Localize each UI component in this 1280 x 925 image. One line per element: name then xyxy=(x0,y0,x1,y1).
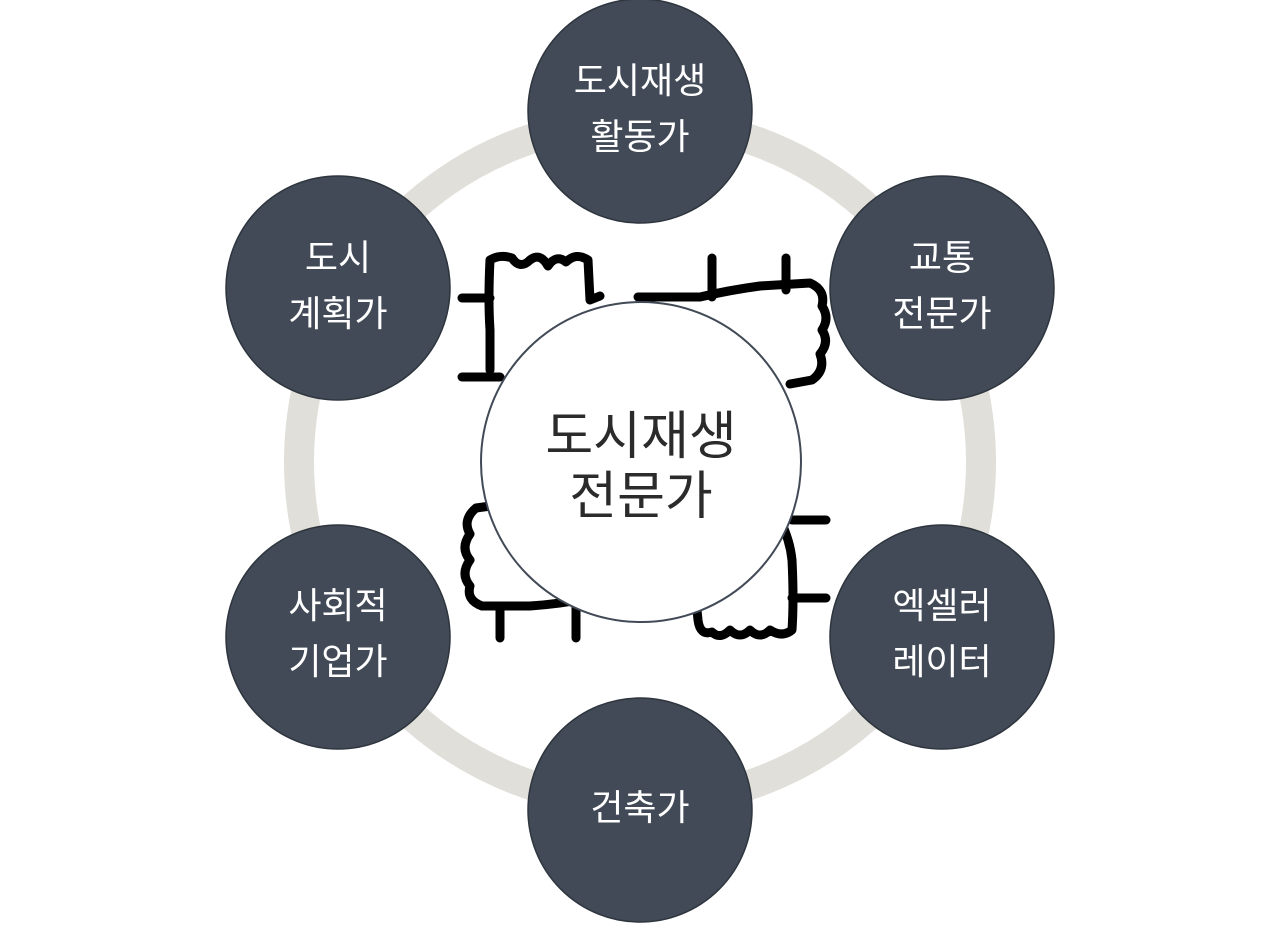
center-circle xyxy=(480,301,802,623)
node-transport-expert: 교통 전문가 xyxy=(829,175,1055,401)
node-urban-regeneration-activist: 도시재생 활동가 xyxy=(527,0,753,224)
node-social-entrepreneur: 사회적 기업가 xyxy=(225,524,451,750)
four-hands-holding-wrists-icon xyxy=(457,251,831,643)
node-circle xyxy=(225,175,451,401)
node-label-line1: 건축가 xyxy=(590,788,689,829)
node-circle xyxy=(829,524,1055,750)
node-circle xyxy=(225,524,451,750)
node-label-line2: 계획가 xyxy=(288,294,387,335)
node-label-line1: 교통 xyxy=(909,238,975,279)
node-circle xyxy=(527,697,753,923)
node-label-line2: 전문가 xyxy=(892,294,991,335)
node-label-line1: 도시재생 xyxy=(574,61,706,102)
node-urban-planner: 도시 계획가 xyxy=(225,175,451,401)
node-accelerator: 엑셀러 레이터 xyxy=(829,524,1055,750)
node-label-line1: 엑셀러 xyxy=(892,586,991,627)
node-circle xyxy=(829,175,1055,401)
node-circle xyxy=(527,0,753,224)
center-node: 도시재생 전문가 xyxy=(480,301,802,623)
node-label-line2: 기업가 xyxy=(288,642,387,683)
center-label-line2: 전문가 xyxy=(569,467,713,527)
node-label-line1: 도시 xyxy=(305,238,371,279)
node-architect: 건축가 xyxy=(527,697,753,923)
node-label-line2: 활동가 xyxy=(590,117,689,158)
center-label-line1: 도시재생 xyxy=(545,407,736,467)
node-label-line2: 레이터 xyxy=(892,642,991,683)
node-label-line1: 사회적 xyxy=(288,586,387,627)
